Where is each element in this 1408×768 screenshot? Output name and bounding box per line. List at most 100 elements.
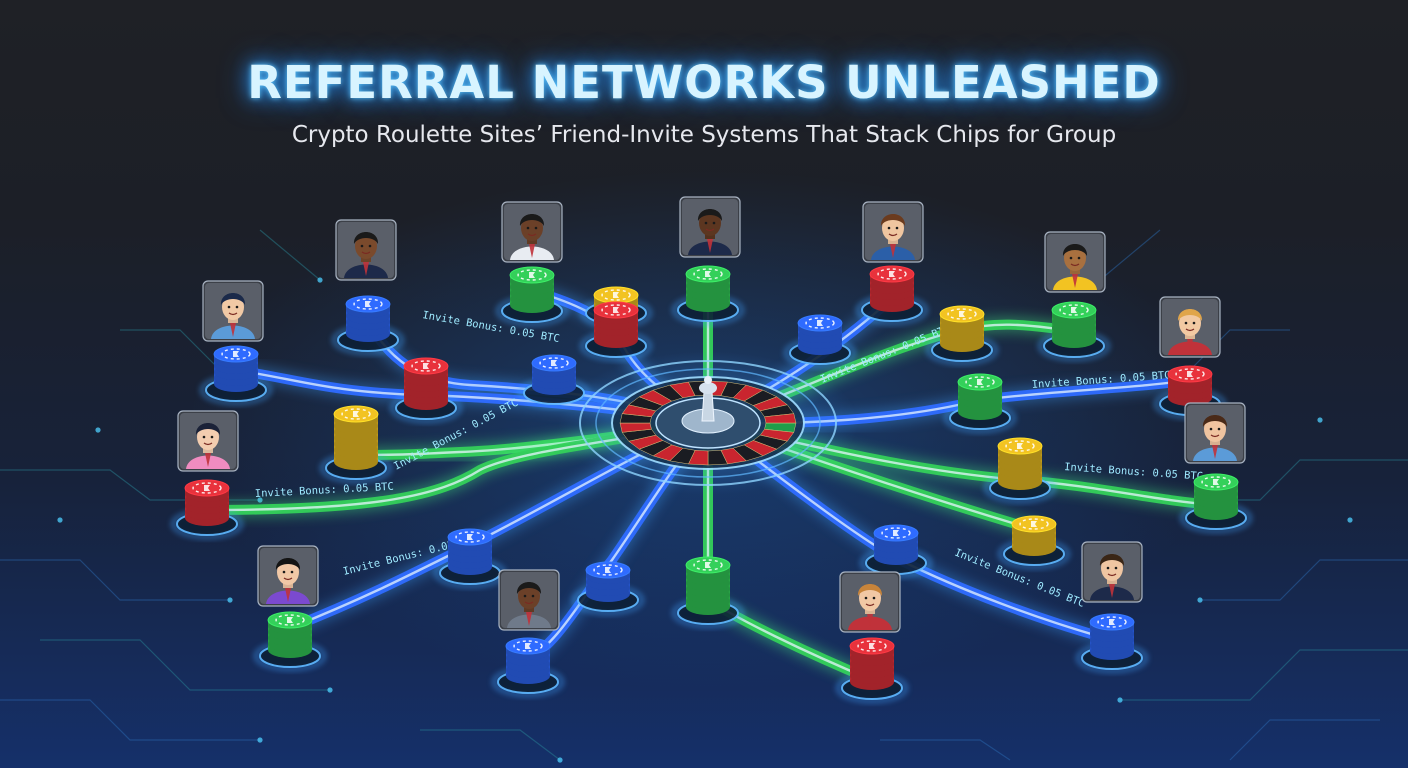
chip-stack	[672, 265, 744, 325]
avatar-tie	[285, 588, 291, 602]
crypto-coin-icon	[705, 271, 711, 277]
chip-top-ring	[877, 268, 907, 280]
chip-stack	[672, 556, 744, 628]
avatar-eye	[526, 226, 530, 230]
avatar-hair	[880, 214, 906, 226]
chip-stack	[856, 265, 928, 325]
crypto-coin-icon	[613, 307, 619, 313]
avatar-hair	[275, 558, 301, 570]
avatar-hair	[1099, 554, 1125, 566]
circuit-node	[257, 737, 263, 743]
avatar-smile	[228, 312, 238, 316]
avatar-eye	[1069, 256, 1073, 260]
avatar-smile	[1107, 573, 1117, 577]
avatar-tie	[205, 453, 211, 467]
avatar-smile	[888, 233, 898, 237]
crypto-coin-icon	[893, 530, 899, 536]
chip-top-ring	[857, 640, 887, 652]
chip-top-ring	[275, 614, 305, 626]
chip-stack	[492, 637, 564, 697]
avatar-eye	[887, 226, 891, 230]
avatar-face	[518, 583, 540, 609]
chip-top-ring	[411, 360, 441, 372]
chip-stack	[332, 295, 404, 355]
avatar-hair	[220, 293, 246, 305]
crypto-coin-icon	[467, 534, 473, 540]
circuit-trace	[0, 699, 260, 741]
avatar-eye	[1192, 321, 1196, 325]
crypto-coin-icon	[204, 485, 210, 491]
avatar-eye	[1217, 427, 1221, 431]
chip-top-ring	[353, 298, 383, 310]
avatar-tie	[1072, 274, 1078, 288]
chip-top-ring	[947, 308, 977, 320]
page-title: REFERRAL NETWORKS UNLEASHED	[247, 56, 1161, 109]
wheel-spindle	[701, 391, 715, 422]
chip-stack	[1180, 473, 1252, 533]
circuit-trace	[1200, 559, 1408, 601]
avatar-tie	[1212, 445, 1218, 459]
user-avatar-card	[1081, 541, 1143, 603]
chip-stack	[784, 314, 856, 368]
chip-stack	[200, 345, 272, 405]
chip-top-ring	[601, 304, 631, 316]
circuit-trace	[880, 739, 1011, 761]
user-avatar-card	[1184, 402, 1246, 464]
avatar-hair	[519, 214, 545, 226]
avatar-face	[222, 294, 244, 320]
wheel-segment	[764, 413, 797, 424]
avatar-hair	[195, 423, 221, 435]
circuit-trace	[420, 729, 561, 761]
circuit-background	[0, 229, 1408, 763]
avatar-eye	[534, 226, 538, 230]
circuit-node	[1317, 417, 1323, 423]
chip-top-ring	[965, 376, 995, 388]
avatar-hair	[1177, 309, 1203, 321]
roulette-wheel-icon	[619, 380, 797, 466]
circuit-node	[327, 687, 333, 693]
user-avatar-card	[839, 571, 901, 633]
crypto-coin-icon	[1017, 443, 1023, 449]
wheel-spindle-knob	[704, 376, 712, 384]
avatar-face	[277, 559, 299, 585]
chip-top-ring	[593, 564, 623, 576]
crypto-coin-icon	[1187, 371, 1193, 377]
chip-top-ring	[539, 357, 569, 369]
crypto-coin-icon	[525, 643, 531, 649]
avatar-eye	[1077, 256, 1081, 260]
chip-stack	[1076, 613, 1148, 673]
avatar-eye	[1114, 566, 1118, 570]
chip-top-ring	[1059, 304, 1089, 316]
avatar-eye	[210, 435, 214, 439]
user-avatar-card	[257, 545, 319, 607]
user-avatar-card	[177, 410, 239, 472]
chip-top-ring	[192, 482, 222, 494]
circuit-trace	[1120, 649, 1408, 701]
avatar-eye	[1209, 427, 1213, 431]
chip-top-ring	[455, 531, 485, 543]
chip-top-ring	[1201, 476, 1231, 488]
circuit-trace	[120, 329, 221, 371]
chip-stack	[572, 561, 644, 615]
chip-top-ring	[1175, 368, 1205, 380]
avatar-face	[1064, 245, 1086, 271]
chip-top-ring	[693, 268, 723, 280]
avatar-smile	[203, 442, 213, 446]
crypto-coin-icon	[959, 311, 965, 317]
chip-stack	[580, 301, 652, 361]
chip-stack	[390, 357, 462, 423]
avatar-tie	[230, 323, 236, 337]
chip-stacks	[171, 265, 1252, 703]
avatar-smile	[283, 577, 293, 581]
chip-top-ring	[693, 559, 723, 571]
crypto-coin-icon	[705, 562, 711, 568]
avatar-face	[197, 424, 219, 450]
avatar-tie	[867, 614, 873, 628]
avatar-hair	[857, 584, 883, 596]
avatar-face	[1179, 310, 1201, 336]
avatar-eye	[872, 596, 876, 600]
avatar-eye	[531, 594, 535, 598]
crypto-coin-icon	[551, 360, 557, 366]
avatar-tie	[526, 612, 532, 626]
avatar-smile	[524, 601, 534, 605]
